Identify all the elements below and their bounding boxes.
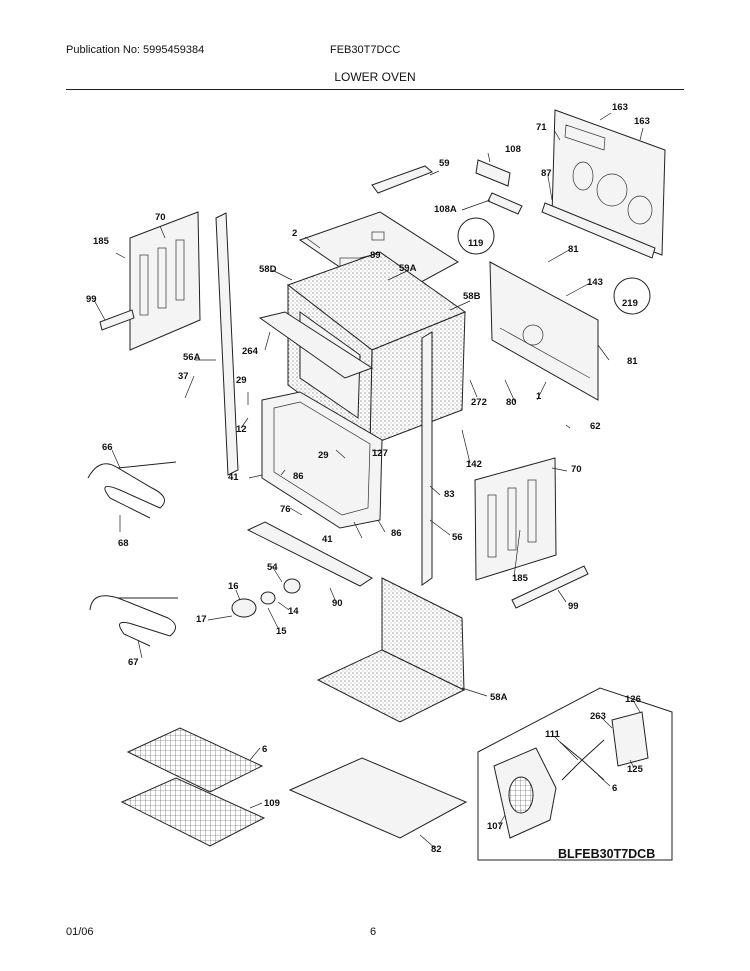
side-wrap-part — [421, 331, 433, 586]
callout-label: 67 — [128, 657, 139, 668]
callout-label: 264 — [242, 346, 259, 357]
terminal-block-part — [475, 159, 511, 187]
header-rule — [66, 89, 684, 90]
callout-label: 126 — [625, 694, 641, 705]
callout-label: 70 — [155, 212, 166, 223]
callout-label: 99 — [568, 601, 579, 612]
callout-label: 6 — [262, 744, 267, 755]
diagram-code: BLFEB30T7DCB — [558, 847, 655, 861]
callout-label: 80 — [506, 397, 517, 408]
callout-label: 41 — [228, 472, 239, 483]
callout-label: 89 — [370, 250, 381, 261]
callout-label: 58D — [259, 264, 277, 275]
callout-label: 2 — [292, 228, 297, 239]
callout-label: 41 — [322, 534, 333, 545]
callout-label: 185 — [93, 236, 110, 247]
callout-label: 56 — [452, 532, 463, 543]
callout-label: 142 — [466, 459, 482, 470]
switch-119-part — [457, 217, 495, 255]
callout-label: 62 — [590, 421, 601, 432]
callout-label: 219 — [622, 298, 638, 309]
bottom-panel-part — [316, 577, 466, 723]
callout-label: 56A — [183, 352, 201, 363]
callout-label: 263 — [590, 711, 606, 722]
callout-label: 87 — [541, 168, 552, 179]
bracket-99b-part — [511, 565, 589, 609]
callout-label: 71 — [536, 122, 547, 133]
callout-label: 70 — [571, 464, 582, 475]
rear-wall-part — [489, 261, 599, 401]
callout-label: 108A — [434, 204, 457, 215]
callout-label: 58B — [463, 291, 481, 302]
callout-label: 16 — [228, 581, 239, 592]
section-title: LOWER OVEN — [334, 70, 416, 84]
callout-label: 59A — [399, 263, 417, 274]
door-frame-part — [261, 391, 383, 529]
footer-date: 01/06 — [66, 926, 94, 938]
callout-label: 99 — [86, 294, 97, 305]
front-frame-part — [258, 311, 374, 379]
callout-label: 125 — [627, 764, 644, 775]
bracket-108a-part — [487, 192, 523, 215]
callout-label: 68 — [118, 538, 129, 549]
oven-rack-part — [120, 727, 266, 847]
callout-label: 1 — [536, 391, 542, 402]
side-wrap-left-part — [215, 212, 239, 476]
callout-label: 90 — [332, 598, 343, 609]
callout-label: 107 — [487, 821, 503, 832]
bracket-99-part — [99, 309, 135, 331]
callout-label: 76 — [280, 504, 291, 515]
callout-label: 109 — [264, 798, 280, 809]
callout-label: 12 — [236, 424, 247, 435]
callout-label: 15 — [276, 626, 287, 637]
model-number: FEB30T7DCC — [330, 44, 401, 56]
callout-label: 54 — [267, 562, 278, 573]
broil-element-part — [89, 595, 178, 647]
callout-label: 82 — [431, 844, 442, 855]
callout-label: 127 — [372, 448, 388, 459]
callout-label: 86 — [293, 471, 304, 482]
callout-label: 163 — [612, 102, 628, 113]
callout-label: 37 — [178, 371, 189, 382]
bracket-part — [541, 202, 656, 259]
callout-label: 14 — [288, 606, 299, 617]
callout-label: 59 — [439, 158, 450, 169]
callout-label: 86 — [391, 528, 402, 539]
switch-219-part — [613, 277, 651, 315]
broiler-pan-part — [288, 757, 468, 839]
convection-fan-detail — [477, 687, 673, 861]
insulation-left-part — [129, 211, 201, 351]
callout-label: 119 — [468, 238, 483, 249]
bake-element-part — [87, 461, 177, 519]
callout-label: 6 — [612, 783, 617, 794]
callout-label: 81 — [568, 244, 579, 255]
callout-label: 272 — [471, 397, 487, 408]
vent-trim-part — [246, 521, 373, 587]
leader-lines — [93, 112, 644, 849]
callout-label: 81 — [627, 356, 638, 367]
insulation-right-part — [474, 457, 557, 581]
sensor-bracket-part — [371, 165, 433, 194]
callout-label: 29 — [236, 375, 247, 386]
callout-label: 17 — [196, 614, 207, 625]
callout-label: 111 — [545, 729, 561, 740]
callout-label: 108 — [505, 144, 521, 155]
oven-light-part — [231, 578, 301, 618]
callout-label: 185 — [512, 573, 529, 584]
callout-label: 29 — [318, 450, 329, 461]
callout-label: 83 — [444, 489, 455, 500]
callout-label: 163 — [634, 116, 650, 127]
callout-label: 143 — [587, 277, 603, 288]
publication-number: Publication No: 5995459384 — [66, 44, 205, 56]
page-number: 6 — [370, 926, 377, 938]
callout-label: 58A — [490, 692, 508, 703]
callout-label: 66 — [102, 442, 113, 453]
